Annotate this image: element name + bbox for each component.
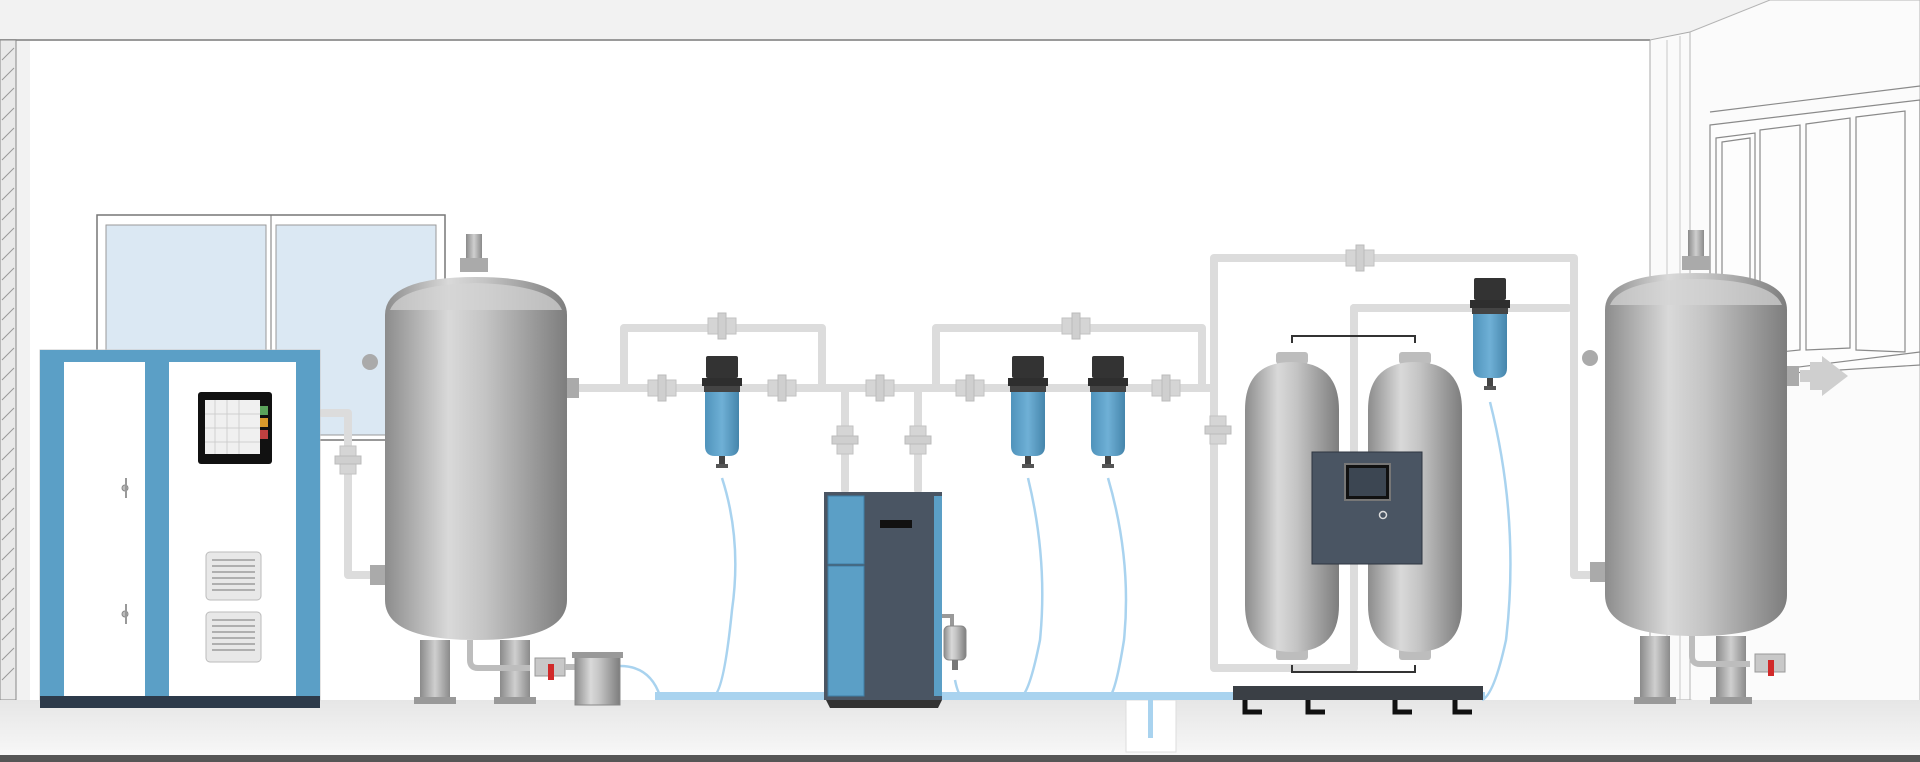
line-filter-1	[702, 356, 742, 468]
line-filter-3	[1088, 356, 1128, 468]
refrigerated-air-dryer	[824, 492, 967, 708]
line-filter-2	[1008, 356, 1048, 468]
compressor-control-screen	[198, 392, 272, 464]
wet-air-receiver-tank	[362, 234, 579, 704]
condensate-separator	[572, 652, 623, 706]
adsorption-tower-left	[1245, 352, 1339, 660]
compressor-vent-grille	[205, 551, 262, 663]
air-compressor	[39, 349, 321, 708]
line-filter-4	[1470, 278, 1510, 390]
outlet-arrow-icon	[1800, 356, 1848, 396]
floor	[0, 700, 1920, 755]
dry-air-receiver-tank	[1582, 230, 1799, 704]
pipework	[318, 254, 1604, 672]
left-wall-hatch	[1, 47, 15, 681]
condensate-drain-lines	[619, 401, 1512, 702]
drain-collection-line	[655, 692, 1485, 700]
adsorption-dryer-control-box	[1311, 451, 1423, 565]
adsorption-dryer	[1233, 335, 1483, 715]
dryer-drain-trap	[942, 614, 967, 670]
floor-edge	[0, 755, 1920, 762]
